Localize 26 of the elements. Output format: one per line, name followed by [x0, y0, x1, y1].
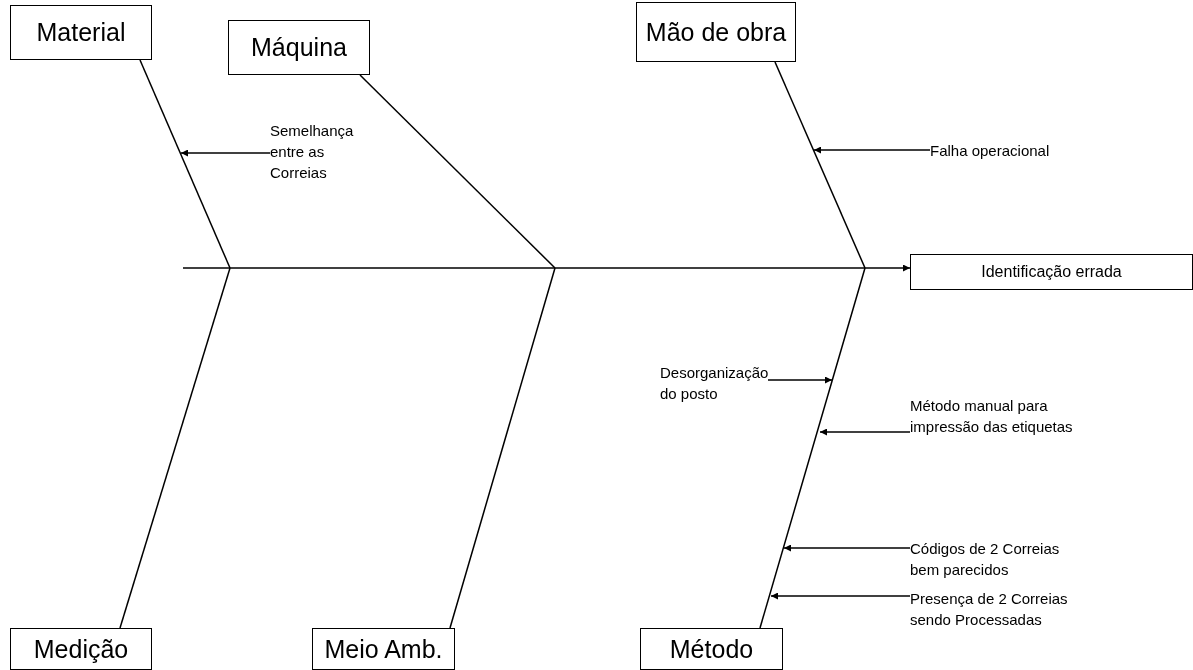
- cause-label: Presença de 2 Correias sendo Processadas: [910, 588, 1080, 654]
- cause-label: Desorganização do posto: [660, 362, 768, 406]
- category-box: Mão de obra: [636, 2, 796, 62]
- bone-line: [759, 267, 866, 629]
- effect-box: Identificação errada: [910, 254, 1193, 290]
- arrow: [767, 376, 833, 384]
- bone-line: [449, 267, 556, 629]
- arrow: [783, 544, 911, 552]
- category-box: Medição: [10, 628, 152, 670]
- category-box: Material: [10, 5, 152, 60]
- bone-line: [139, 59, 231, 269]
- arrow: [182, 264, 911, 272]
- arrow: [180, 149, 271, 157]
- cause-label: Semelhança entre as Correias: [270, 120, 358, 186]
- cause-label: Método manual para impressão das etiquetas: [910, 395, 1090, 439]
- arrow: [770, 592, 911, 600]
- bone-line: [359, 74, 556, 269]
- category-box: Máquina: [228, 20, 370, 75]
- arrow: [813, 146, 931, 154]
- cause-label: Códigos de 2 Correias bem parecidos: [910, 538, 1080, 582]
- category-box: Método: [640, 628, 783, 670]
- cause-label: Falha operacional: [930, 140, 1060, 162]
- bone-line: [774, 61, 866, 269]
- category-box: Meio Amb.: [312, 628, 455, 670]
- arrow: [819, 428, 911, 436]
- bone-line: [119, 267, 231, 629]
